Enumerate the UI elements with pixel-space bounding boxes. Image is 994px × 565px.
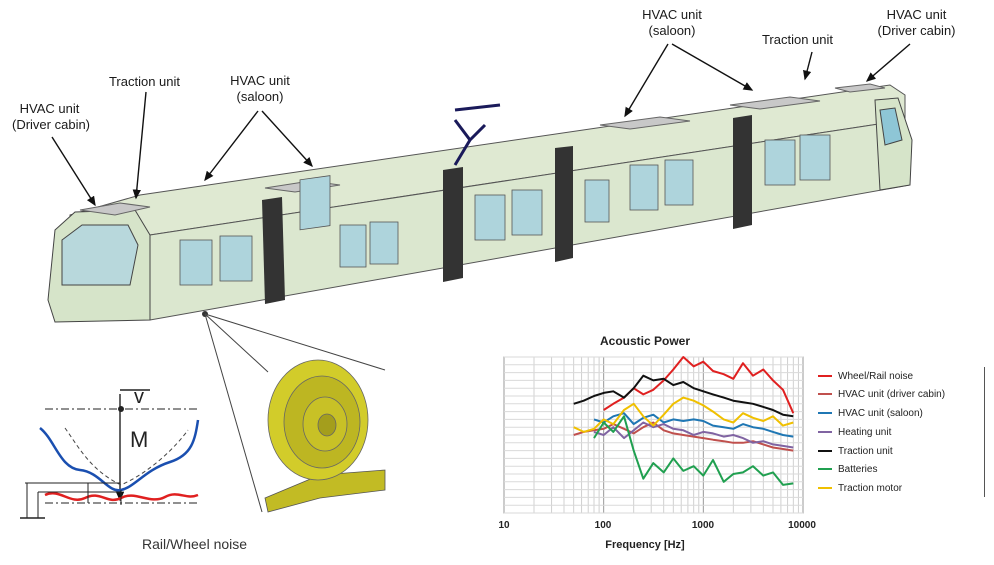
legend-swatch <box>818 393 832 395</box>
legend-swatch <box>818 431 832 433</box>
legend-item: HVAC unit (driver cabin) <box>814 385 945 403</box>
rail-wheel-caption: Rail/Wheel noise <box>142 536 248 552</box>
legend-label: Traction unit <box>838 445 893 457</box>
label-hvac-driver-left: HVAC unit (Driver cabin) <box>12 101 91 132</box>
velocity-symbol: v <box>134 386 144 408</box>
label-hvac-saloon-right: HVAC unit (saloon) <box>642 7 702 38</box>
mass-symbol: M <box>130 427 149 452</box>
legend-item: Traction motor <box>814 479 902 497</box>
legend-label: Batteries <box>838 463 878 475</box>
chart-legend: Wheel/Rail noise HVAC unit (driver cabin… <box>814 367 985 497</box>
legend-swatch <box>818 450 832 452</box>
chart-title: Acoustic Power <box>599 334 691 348</box>
label-hvac-driver-right: HVAC unit (Driver cabin) <box>877 7 956 38</box>
legend-swatch <box>818 412 832 414</box>
rail-wheel-schematic <box>20 389 200 519</box>
legend-label: HVAC unit (driver cabin) <box>838 388 946 400</box>
x-tick-label: 10 <box>498 520 510 531</box>
wheel-rail-mesh <box>264 359 386 513</box>
annotation-arrows <box>51 43 911 513</box>
legend-label: Traction motor <box>838 482 903 494</box>
legend-item: Wheel/Rail noise <box>814 367 913 385</box>
legend-swatch <box>818 487 832 489</box>
tram-body <box>47 83 913 323</box>
x-tick-label: 100 <box>594 520 612 531</box>
label-traction-right: Traction unit <box>761 32 834 47</box>
label-traction-left: Traction unit <box>108 74 181 89</box>
x-tick-label: 1000 <box>691 520 715 531</box>
legend-label: HVAC unit (saloon) <box>838 407 923 419</box>
legend-swatch <box>818 468 832 470</box>
legend-label: Wheel/Rail noise <box>838 370 914 382</box>
legend-item: Batteries <box>814 460 877 478</box>
x-tick-label: 10000 <box>788 520 816 531</box>
legend-label: Heating unit <box>838 426 892 438</box>
x-axis-label: Frequency [Hz] <box>605 539 685 551</box>
legend-item: Heating unit <box>814 423 891 441</box>
legend-swatch <box>818 375 832 377</box>
label-hvac-saloon-left: HVAC unit (saloon) <box>230 73 290 104</box>
legend-item: Traction unit <box>814 442 893 460</box>
legend-item: HVAC unit (saloon) <box>814 404 923 422</box>
